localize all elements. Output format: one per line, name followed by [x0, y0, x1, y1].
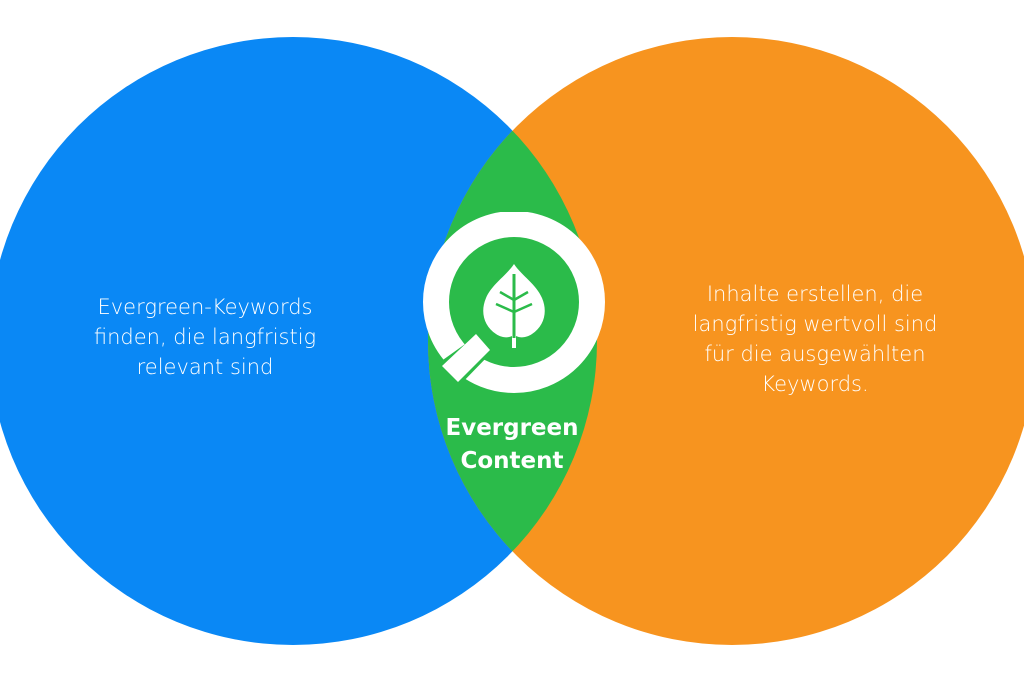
- left-circle-label: Evergreen-Keywords finden, die langfrist…: [55, 292, 355, 382]
- intersection-label: Evergreen Content: [412, 412, 612, 478]
- left-circle: [0, 37, 597, 645]
- right-circle-label: Inhalte erstellen, die langfristig wertv…: [665, 279, 965, 399]
- intersection-label-line: Content: [460, 448, 564, 474]
- right-label-line: langfristig wertvoll sind: [692, 312, 938, 336]
- intersection-label-line: Evergreen: [445, 415, 579, 441]
- right-label-line: Keywords.: [761, 372, 869, 396]
- left-label-line: Evergreen-Keywords: [97, 295, 313, 319]
- left-label-line: relevant sind: [136, 355, 274, 379]
- magnifier-leaf-icon: [423, 212, 605, 393]
- right-label-line: für die ausgewählten: [704, 342, 926, 366]
- right-label-line: Inhalte erstellen, die: [706, 282, 924, 306]
- right-circle: [428, 37, 1024, 645]
- left-label-line: finden, die langfristig: [93, 325, 317, 349]
